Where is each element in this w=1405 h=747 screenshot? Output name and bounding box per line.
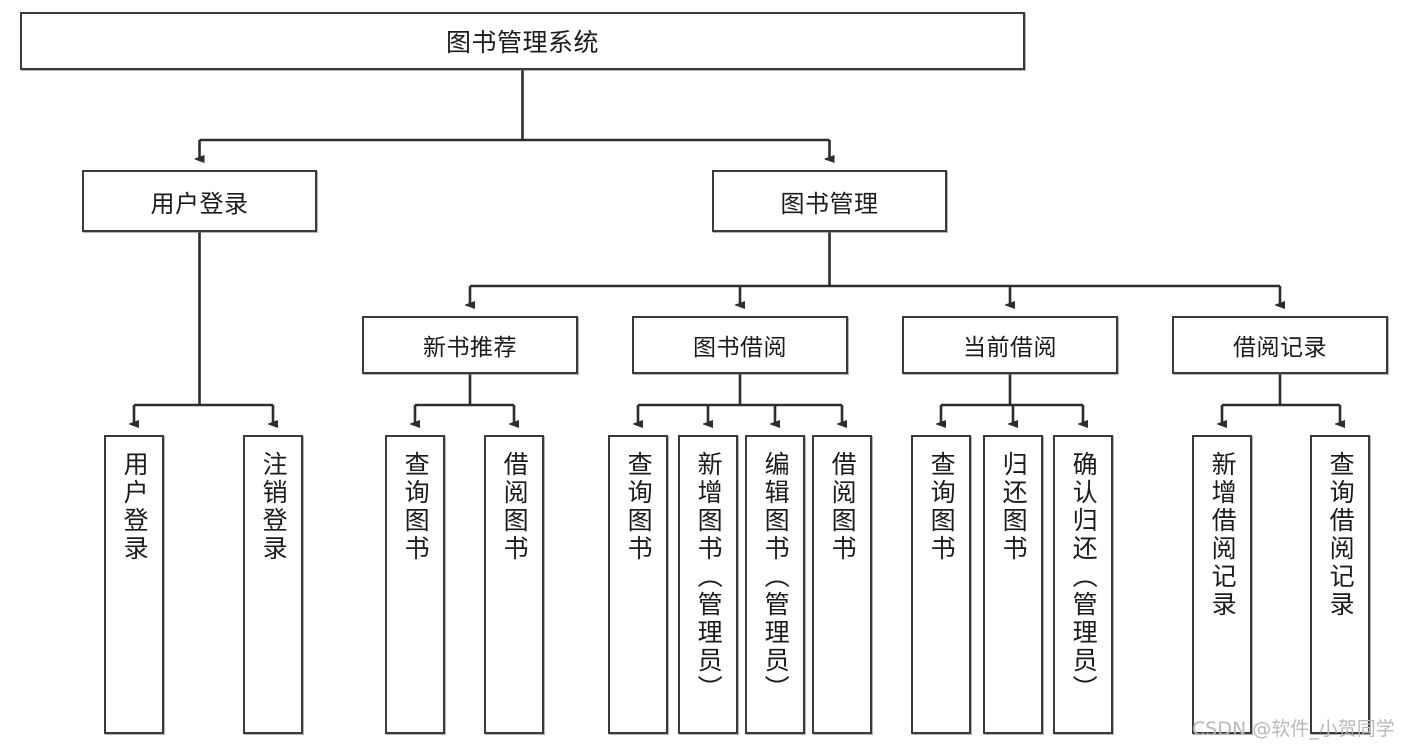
- node-label: 借阅记录: [1233, 335, 1327, 361]
- node-l-b2[interactable]: 借阅图书: [812, 435, 872, 734]
- node-l-q2[interactable]: 查询图书: [608, 435, 668, 734]
- node-label: 借阅图书: [828, 451, 858, 563]
- node-label: 归还图书: [999, 451, 1029, 563]
- node-l-qrec[interactable]: 查询借阅记录: [1310, 435, 1370, 734]
- node-l-b1[interactable]: 借阅图书: [484, 435, 544, 734]
- node-bookmgmt[interactable]: 图书管理: [712, 170, 947, 232]
- node-label: 图书借阅: [693, 335, 787, 361]
- node-label: 图书管理系统: [445, 28, 599, 57]
- node-label: 注销登录: [259, 451, 289, 563]
- node-l-edit[interactable]: 编辑图书（管理员）: [745, 435, 805, 734]
- node-label: 编辑图书（管理员）: [761, 451, 791, 703]
- node-label: 查询借阅记录: [1326, 451, 1356, 619]
- node-label: 新增借阅记录: [1208, 451, 1238, 619]
- node-label: 图书管理: [780, 189, 879, 218]
- node-label: 用户登录: [150, 189, 249, 218]
- node-l-q1[interactable]: 查询图书: [385, 435, 445, 734]
- node-login[interactable]: 用户登录: [82, 170, 317, 232]
- node-label: 确认归还（管理员）: [1069, 451, 1099, 703]
- node-root[interactable]: 图书管理系统: [20, 12, 1025, 70]
- node-l-return[interactable]: 归还图书: [983, 435, 1043, 734]
- node-label: 用户登录: [120, 451, 150, 563]
- node-label: 新书推荐: [423, 335, 517, 361]
- node-label: 借阅图书: [500, 451, 530, 563]
- node-records[interactable]: 借阅记录: [1172, 316, 1388, 374]
- node-label: 查询图书: [401, 451, 431, 563]
- node-l-confirm[interactable]: 确认归还（管理员）: [1053, 435, 1113, 734]
- node-newbook[interactable]: 新书推荐: [362, 316, 578, 374]
- node-label: 当前借阅: [963, 335, 1057, 361]
- node-label: 新增图书（管理员）: [694, 451, 724, 703]
- node-borrow[interactable]: 图书借阅: [632, 316, 848, 374]
- node-l-addrec[interactable]: 新增借阅记录: [1192, 435, 1252, 734]
- watermark-text: CSDN @软件_小贺同学: [1192, 718, 1395, 740]
- node-l-logout[interactable]: 注销登录: [243, 435, 303, 734]
- node-l-add[interactable]: 新增图书（管理员）: [678, 435, 738, 734]
- node-current[interactable]: 当前借阅: [902, 316, 1118, 374]
- node-label: 查询图书: [927, 451, 957, 563]
- node-l-login[interactable]: 用户登录: [104, 435, 164, 734]
- node-l-q3[interactable]: 查询图书: [911, 435, 971, 734]
- node-label: 查询图书: [624, 451, 654, 563]
